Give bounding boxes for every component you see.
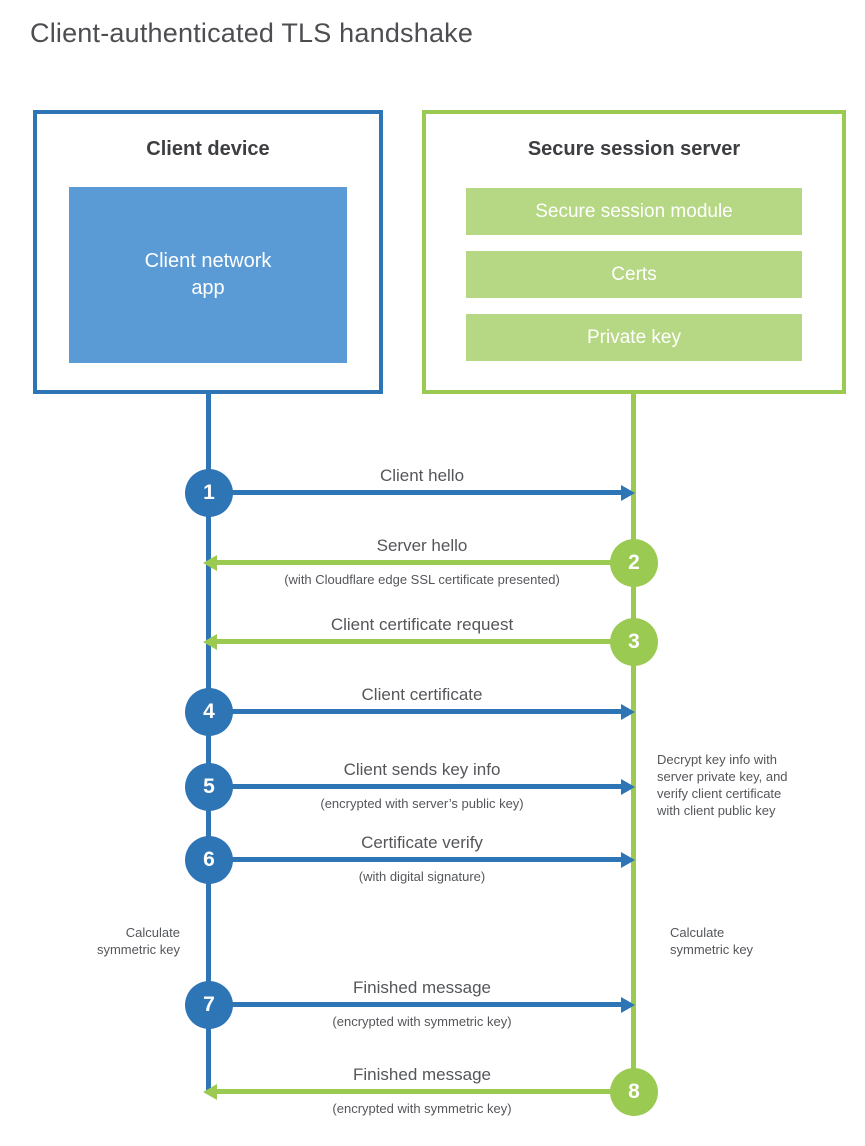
server-module-secure-session: Secure session module <box>466 188 802 235</box>
message-sublabel: (encrypted with symmetric key) <box>332 1014 512 1029</box>
arrowhead-right-icon <box>621 997 635 1013</box>
step-number-badge: 2 <box>610 539 658 587</box>
message-label: Client sends key info <box>343 760 501 779</box>
step-number-badge: 5 <box>185 763 233 811</box>
message-label: Server hello <box>376 536 468 555</box>
arrowhead-right-icon <box>621 852 635 868</box>
message-arrow <box>209 784 622 789</box>
server-lifeline <box>631 393 636 1092</box>
arrowhead-left-icon <box>203 634 217 650</box>
server-module-certs: Certs <box>466 251 802 298</box>
note-calculate-symmetric-key-client: Calculate symmetric key <box>96 925 180 957</box>
message-arrow <box>217 560 634 565</box>
message-label: Client certificate <box>361 685 483 704</box>
arrowhead-left-icon <box>203 555 217 571</box>
step-number-badge: 1 <box>185 469 233 517</box>
message-label: Certificate verify <box>361 833 483 852</box>
message-sublabel: (with Cloudflare edge SSL certificate pr… <box>284 572 560 587</box>
client-lifeline <box>206 393 211 1094</box>
arrowhead-left-icon <box>203 1084 217 1100</box>
message-arrow <box>209 857 622 862</box>
message-arrow <box>209 490 622 495</box>
arrowhead-right-icon <box>621 485 635 501</box>
message-label: Client hello <box>379 466 465 485</box>
page-title: Client-authenticated TLS handshake <box>30 18 474 48</box>
message-arrow <box>217 1089 634 1094</box>
message-sublabel: (with digital signature) <box>358 869 486 884</box>
message-arrow <box>209 709 622 714</box>
step-number-badge: 4 <box>185 688 233 736</box>
message-sublabel: (encrypted with symmetric key) <box>332 1101 512 1116</box>
server-module-private-key: Private key <box>466 314 802 361</box>
step-number-badge: 6 <box>185 836 233 884</box>
arrowhead-right-icon <box>621 779 635 795</box>
step-number-badge: 3 <box>610 618 658 666</box>
message-label: Client certificate request <box>330 615 514 634</box>
note-calculate-symmetric-key-server: Calculate symmetric key <box>670 925 754 957</box>
secure-session-server-title: Secure session server <box>527 138 741 160</box>
step-number-badge: 8 <box>610 1068 658 1116</box>
arrowhead-right-icon <box>621 704 635 720</box>
message-arrow <box>209 1002 622 1007</box>
message-label: Finished message <box>353 1065 491 1084</box>
message-arrow <box>217 639 634 644</box>
message-sublabel: (encrypted with server’s public key) <box>320 796 524 811</box>
message-label: Finished message <box>353 978 491 997</box>
client-device-title: Client device <box>146 138 270 160</box>
note-decrypt-key-info: Decrypt key info with server private key… <box>657 752 788 818</box>
client-network-app-box: Client network app <box>69 187 347 363</box>
step-number-badge: 7 <box>185 981 233 1029</box>
